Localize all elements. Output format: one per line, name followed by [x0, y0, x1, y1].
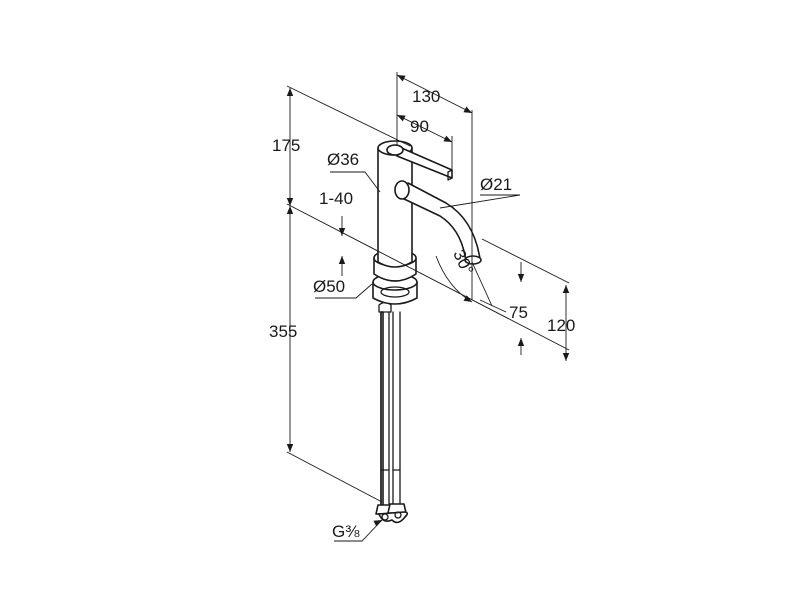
dim-diameter-36-label: Ø36: [327, 150, 359, 169]
dim-diameter-50-label: Ø50: [313, 277, 345, 296]
supply-hoses: [378, 301, 401, 507]
spout: [394, 180, 482, 265]
dim-75-label: 75: [509, 303, 528, 322]
thread-fraction-text: ⅜: [345, 522, 360, 541]
hose-fittings: [375, 503, 409, 524]
lever-handle: [386, 144, 453, 181]
dim-355-label: 355: [269, 322, 297, 341]
thread-base-text: G: [332, 522, 345, 541]
dimension-labels: 130 90 175 Ø36 Ø21 1-40 30° Ø50 75 120 3…: [269, 87, 575, 541]
thread-size-label: G⅜: [332, 522, 360, 541]
dimension-lines: [286, 72, 570, 542]
dim-175-label: 175: [272, 136, 300, 155]
dim-1-40-label: 1-40: [319, 189, 353, 208]
faucet-body: [372, 140, 482, 524]
dim-diameter-21-label: Ø21: [480, 175, 512, 194]
dim-120-label: 120: [547, 316, 575, 335]
dim-130-label: 130: [412, 87, 440, 106]
dim-90-label: 90: [410, 117, 429, 136]
